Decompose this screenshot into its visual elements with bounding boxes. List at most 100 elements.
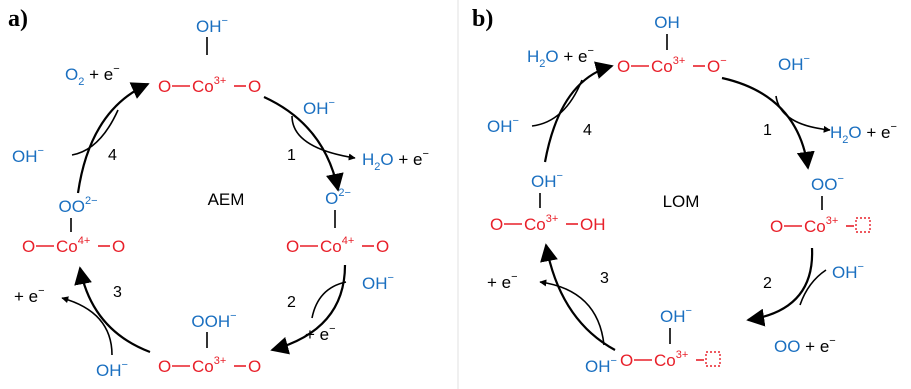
- svg-text:OH−: OH−: [96, 359, 128, 380]
- svg-text:O: O: [248, 77, 261, 96]
- charge-sup: −: [122, 359, 128, 371]
- svg-text:O: O: [158, 77, 171, 96]
- reagent-label: OO: [774, 337, 800, 356]
- step-number: 2: [763, 275, 772, 292]
- cycle-arrow: [270, 264, 347, 355]
- subscript: 2: [842, 134, 848, 146]
- svg-text:O: O: [620, 351, 633, 370]
- species-label: O: [325, 189, 338, 208]
- reagent-arrow: [71, 109, 119, 156]
- panel-a-species-right: O2− O Co4+ O: [286, 187, 389, 256]
- charge-sup: −: [388, 272, 394, 284]
- svg-text:O: O: [376, 237, 389, 256]
- reagent-arrow: [61, 296, 113, 356]
- reagent-label: + e: [487, 273, 511, 292]
- cycle-arrow: [263, 96, 344, 192]
- panel-a-species-bottom: OOH− O Co3+ O: [158, 310, 261, 376]
- step-number: 3: [113, 284, 122, 301]
- species-label: O: [770, 217, 783, 236]
- species-label: OH: [660, 307, 686, 326]
- subscript: 2: [374, 161, 380, 173]
- svg-text:O−: O−: [707, 55, 727, 76]
- species-label: Co: [651, 57, 673, 76]
- svg-text:H2O + e−: H2O + e−: [830, 121, 897, 146]
- svg-text:O: O: [617, 57, 630, 76]
- svg-text:Co3+: Co3+: [524, 213, 558, 234]
- reagent-label: OH: [832, 263, 858, 282]
- charge-sup: −: [611, 355, 617, 367]
- reagent-label: + e: [559, 47, 588, 66]
- svg-text:OH−: OH−: [660, 305, 692, 326]
- svg-text:OO2−: OO2−: [59, 195, 98, 216]
- reagent-arrow: [799, 269, 827, 306]
- species-label: O: [490, 215, 503, 234]
- species-label: OO: [811, 175, 837, 194]
- svg-text:O: O: [112, 237, 125, 256]
- svg-text:OH−: OH−: [362, 272, 394, 293]
- reagent-arrow: [531, 79, 583, 127]
- svg-text:O: O: [248, 357, 261, 376]
- reagent-label: O: [848, 123, 861, 142]
- reagent-label: OH: [585, 357, 611, 376]
- reagent-label: + e: [800, 337, 829, 356]
- svg-text:O: O: [22, 237, 35, 256]
- species-label: Co: [524, 215, 546, 234]
- reagent-label: + e: [305, 325, 329, 344]
- species-label: O: [22, 237, 35, 256]
- charge-sup: 2−: [338, 187, 351, 199]
- species-label: O: [376, 237, 389, 256]
- species-label: OH: [531, 172, 557, 191]
- reagent-label: OH: [487, 117, 513, 136]
- species-label: OH: [580, 215, 606, 234]
- species-label: O: [248, 77, 261, 96]
- charge-sup: −: [837, 173, 843, 185]
- svg-text:OH−: OH−: [832, 261, 864, 282]
- reagent-label: H: [830, 123, 842, 142]
- reagent-label: + e: [394, 150, 423, 169]
- panel-b-species-left: OH− O Co3+ OH: [490, 170, 606, 234]
- svg-text:Co4+: Co4+: [320, 235, 354, 256]
- svg-text:O2 + e−: O2 + e−: [65, 63, 120, 88]
- species-label: Co: [56, 237, 78, 256]
- charge-sup: −: [890, 121, 896, 133]
- reagent-label: H: [362, 150, 374, 169]
- oxygen-vacancy-icon: [705, 351, 721, 367]
- species-label: OO: [59, 197, 85, 216]
- charge-sup: 3+: [826, 215, 839, 227]
- step-number: 2: [287, 294, 296, 311]
- svg-text:OH−: OH−: [585, 355, 617, 376]
- panel-b-species-right: OO− O Co3+: [770, 173, 871, 236]
- species-label: OOH: [191, 312, 230, 331]
- charge-sup: 4+: [78, 235, 91, 247]
- charge-sup: −: [557, 170, 563, 182]
- svg-text:OH−: OH−: [778, 53, 810, 74]
- panel-b-label: b): [472, 6, 493, 32]
- species-label: O: [620, 351, 633, 370]
- svg-text:O: O: [490, 215, 503, 234]
- svg-text:O2−: O2−: [325, 187, 351, 208]
- step-number: 4: [108, 147, 117, 164]
- charge-sup: 3+: [214, 75, 227, 87]
- panel-b-species-top: OH O Co3+ O−: [617, 13, 727, 76]
- svg-text:+ e−: + e−: [14, 285, 45, 306]
- panel-a: a) AEM OH− O Co3+ O O2− O Co4+ O OOH− O: [8, 6, 429, 380]
- svg-text:Co3+: Co3+: [654, 349, 688, 370]
- charge-sup: −: [513, 115, 519, 127]
- charge-sup: −: [858, 261, 864, 273]
- reagent-arrow: [539, 279, 605, 346]
- reagent-label: OH: [96, 361, 122, 380]
- svg-text:O: O: [158, 357, 171, 376]
- species-label: O: [248, 357, 261, 376]
- panel-b-species-bottom: OH− O Co3+: [620, 305, 721, 370]
- svg-text:OH: OH: [654, 13, 680, 32]
- charge-sup: −: [38, 145, 44, 157]
- species-label: Co: [192, 357, 214, 376]
- charge-sup: −: [686, 305, 692, 317]
- species-label: O: [617, 57, 630, 76]
- svg-text:OH−: OH−: [12, 145, 44, 166]
- charge-sup: −: [329, 323, 335, 335]
- reagent-label: + e: [862, 123, 891, 142]
- species-label: Co: [654, 351, 676, 370]
- species-label: O: [707, 57, 720, 76]
